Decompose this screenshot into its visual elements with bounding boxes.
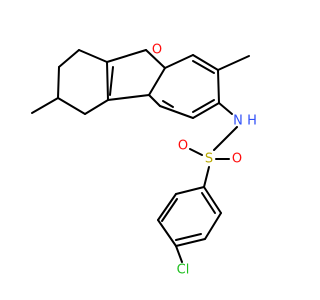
structure-canvas: O N H S O O Cl bbox=[31, 43, 257, 278]
n-bond bbox=[218, 102, 233, 115]
ring-bond bbox=[57, 66, 60, 99]
aromatic-bond bbox=[148, 94, 161, 107]
nitrogen-label: N bbox=[233, 114, 243, 129]
furan-bond bbox=[148, 67, 166, 96]
hydrogen-label: H bbox=[247, 114, 257, 129]
phenyl-bond bbox=[204, 212, 222, 240]
phenyl-bond bbox=[203, 186, 222, 214]
methyl-bond bbox=[31, 97, 59, 114]
furan-bond bbox=[106, 49, 147, 63]
aromatic-bond bbox=[192, 54, 219, 71]
phenyl-bond bbox=[175, 186, 205, 195]
sulfonyl-oxygen-left-label: O bbox=[178, 139, 188, 154]
aromatic-bond bbox=[192, 102, 220, 119]
chlorine-label: Cl bbox=[177, 263, 190, 278]
chlorine-bond bbox=[175, 245, 183, 263]
double-bond bbox=[192, 99, 215, 113]
aromatic-bond bbox=[159, 105, 194, 119]
furan-bond bbox=[107, 94, 150, 101]
s-bond bbox=[213, 126, 238, 151]
ring-bond bbox=[84, 99, 109, 115]
double-bond bbox=[201, 192, 216, 214]
furan-bond bbox=[145, 49, 166, 69]
molecule-diagram: O N H S O O Cl bbox=[31, 43, 257, 278]
double-bond bbox=[175, 233, 202, 241]
double-bond bbox=[192, 60, 215, 74]
sulfonyl-oxygen-bond bbox=[189, 148, 203, 156]
ring-bond bbox=[58, 49, 80, 68]
phenyl-bond bbox=[157, 193, 177, 221]
sulfur-label: S bbox=[205, 152, 213, 167]
phenyl-bond bbox=[175, 238, 206, 247]
double-bond bbox=[161, 198, 178, 222]
ring-bond bbox=[57, 97, 86, 115]
phenyl-bond bbox=[157, 219, 177, 247]
ring-bond bbox=[106, 61, 109, 101]
aromatic-bond bbox=[164, 54, 194, 69]
sulfonyl-oxygen-right-label: O bbox=[232, 152, 242, 167]
ring-bond bbox=[78, 49, 108, 63]
double-bond bbox=[109, 66, 114, 96]
sulfonyl-phenyl-bond bbox=[203, 166, 210, 188]
methyl-bond bbox=[217, 55, 250, 71]
aromatic-bond bbox=[217, 69, 220, 104]
bond-group bbox=[31, 49, 250, 263]
furan-oxygen-label: O bbox=[152, 43, 162, 58]
double-bond bbox=[162, 100, 174, 108]
